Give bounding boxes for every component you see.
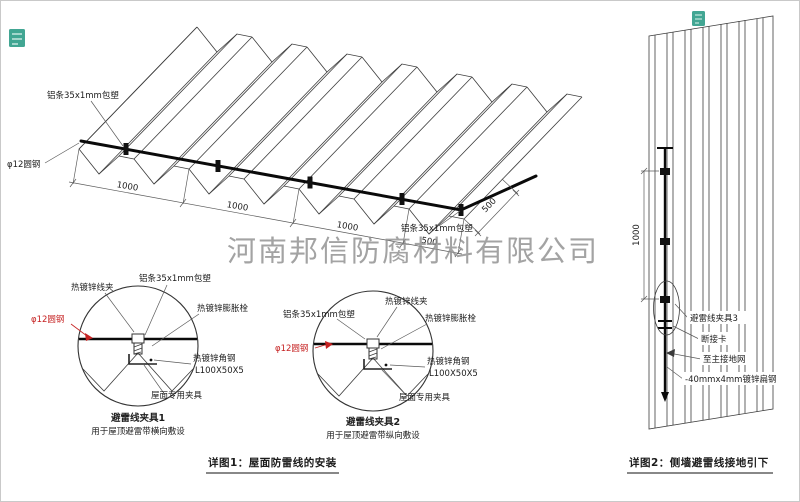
wall-clamp-label: 避雷线夹具3 (690, 313, 738, 324)
detail-2-title: 避雷线夹具2 (346, 416, 400, 428)
ground-arrowhead (666, 349, 675, 357)
leader-line (314, 344, 326, 349)
wire-clamp (458, 204, 464, 216)
roof-isometric-view: 1000 1000 1000 500 500 铝条35x1mm包塑 φ12圆钢 … (7, 26, 583, 258)
downlead-arrowhead (661, 392, 669, 402)
round-steel-label: φ12圆钢 (275, 343, 308, 354)
leader-line (381, 369, 406, 395)
dim-label: 1000 (116, 180, 139, 194)
angle-steel-label: 热镀锌角钢 (427, 356, 470, 367)
detail-circle-1: 热镀锌线夹 铝条35x1mm包塑 热镀锌膨胀栓 φ12圆钢 热镀锌角钢 L100… (31, 273, 249, 437)
detail-circle-2: 铝条35x1mm包塑 热镀锌线夹 热镀锌膨胀栓 φ12圆钢 热镀锌角钢 L100… (275, 290, 478, 441)
wire-clamp (307, 176, 313, 189)
strip-label: 铝条35x1mm包塑 (283, 309, 355, 320)
angle-size-label: L100X50X5 (195, 366, 244, 376)
caption-detail-2: 详图2：侧墙避雷线接地引下 (627, 456, 773, 474)
label-mask (698, 332, 732, 345)
wall-clamp (660, 296, 670, 303)
wall-elevation-view: 1000 避雷线夹具3 断接卡 至主接地网 -40mmx4mm镀锌扁钢 (632, 15, 776, 430)
leader-line (90, 100, 124, 147)
red-arrowhead (85, 333, 93, 341)
stamp-icon-top-right (692, 11, 705, 26)
detail-circle-outline (77, 285, 199, 407)
leader-line (336, 318, 366, 340)
leader-line (376, 306, 398, 338)
strip-label: 铝条35x1mm包塑 (139, 273, 211, 284)
expansion-bolt-label: 热镀锌膨胀栓 (197, 303, 249, 314)
label-mask (682, 372, 776, 385)
wall-clamp (660, 168, 670, 175)
dim-label: 1000 (632, 224, 642, 246)
roof-dimension-chain: 1000 1000 1000 500 (68, 148, 465, 258)
wire-clamps (123, 143, 464, 216)
leader-line (153, 359, 192, 365)
stamp-icon-top-left (9, 29, 25, 47)
detail-2-subtitle: 用于屋顶避雷带纵向敷设 (326, 430, 420, 441)
roof-profile (317, 357, 429, 397)
dim-label: 1000 (226, 200, 249, 214)
watermark-text: 河南邦信防腐材料有限公司 (227, 234, 599, 268)
dim-label: 500 (420, 236, 438, 249)
wire-clamp (123, 143, 129, 155)
angle-size-label: L100X50X5 (429, 369, 478, 379)
roof-fixture-label: 屋面专用夹具 (399, 392, 451, 403)
caption-text: 详图1：屋面防雷线的安装 (208, 456, 337, 469)
wire-clamp (399, 193, 405, 205)
caption-detail-1: 详图1：屋面防雷线的安装 (206, 456, 339, 474)
label-mask (700, 352, 752, 365)
wall-dimension: 1000 (632, 167, 659, 303)
roof-strip-label-right: 铝条35x1mm包塑 (401, 223, 473, 234)
lightning-wire (79, 139, 538, 212)
angle-steel-label: 热镀锌角钢 (193, 353, 236, 364)
expansion-bolt-label: 热镀锌膨胀栓 (425, 313, 477, 324)
wire-clip-label: 热镀锌线夹 (71, 282, 114, 293)
leader-line (438, 210, 461, 227)
disconnect-label: 断接卡 (701, 334, 727, 345)
wall-wire-clamps (660, 168, 670, 303)
label-mask (687, 311, 747, 324)
leader-line (389, 364, 426, 368)
flat-steel-label: -40mmx4mm镀锌扁钢 (685, 374, 776, 385)
leader-line (70, 323, 88, 337)
leader-line (672, 325, 700, 340)
leader-line (674, 303, 689, 319)
red-arrowhead (325, 341, 333, 349)
wall-clamp (660, 238, 670, 245)
clamp-assembly (363, 338, 392, 370)
detail-1-title: 避雷线夹具1 (111, 412, 165, 424)
detail-circle-outline (312, 290, 434, 412)
wire-clip-label: 热镀锌线夹 (385, 296, 428, 307)
to-ground-label: 至主接地网 (703, 354, 746, 365)
leader-line (666, 366, 684, 380)
dim-label: 1000 (336, 220, 359, 234)
wire-clamp (215, 160, 221, 172)
roof-strip-label-top: 铝条35x1mm包塑 (47, 90, 119, 101)
leader-line (104, 292, 135, 333)
clamp-assembly (128, 333, 157, 365)
leader-line (143, 364, 164, 393)
detail-1-subtitle: 用于屋顶避雷带横向敷设 (91, 426, 185, 437)
round-steel-label: φ12圆钢 (31, 314, 64, 325)
highlight-ellipse (653, 280, 680, 336)
leader-line (151, 313, 200, 347)
leader-line (44, 142, 80, 164)
caption-text: 详图2：侧墙避雷线接地引下 (629, 456, 769, 469)
roof-round-steel-label: φ12圆钢 (7, 159, 40, 170)
roof-profile (82, 352, 194, 392)
leader-line (144, 284, 168, 336)
roof-fixture-label: 屋面专用夹具 (151, 390, 203, 401)
leader-line (380, 323, 428, 350)
